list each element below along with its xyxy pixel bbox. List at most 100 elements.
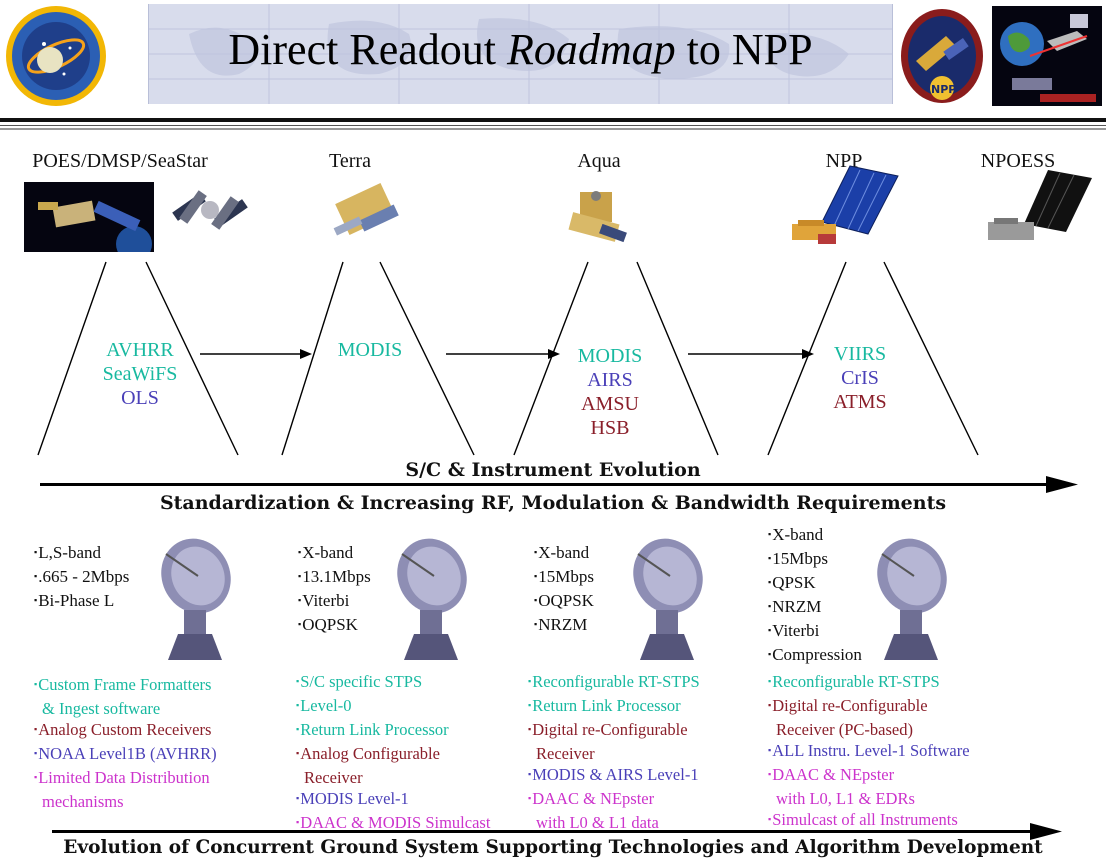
capability-item: MODIS & AIRS Level-1 [528, 764, 700, 788]
spacecraft-label-npoess: NPOESS [980, 150, 1056, 172]
satellite-dish-icon [633, 538, 703, 660]
cone-4-right [883, 261, 979, 456]
instrument-group-aqua: MODIS AIRS AMSU HSB [540, 344, 680, 440]
poes-satellite-image [24, 182, 154, 252]
instrument-amsu: AMSU [581, 393, 639, 415]
spec-item: Bi-Phase L [34, 590, 129, 614]
capability-item: ALL Instru. Level-1 Software [768, 740, 969, 764]
capability-list-1: Custom Frame Formatters & Ingest softwar… [34, 674, 217, 812]
capability-item: DAAC & MODIS Simulcast [296, 812, 490, 836]
evolution-arrow-bottom-head [1030, 823, 1062, 840]
terra-satellite-image [333, 183, 399, 236]
spec-item: .665 - 2Mbps [34, 566, 129, 590]
arrow-3-head [802, 349, 814, 359]
direct-readout-scene [992, 6, 1102, 106]
capability-item: Return Link Processor [528, 695, 700, 719]
bottom-evolution-heading: Evolution of Concurrent Ground System Su… [63, 837, 1043, 858]
aqua-satellite-image [568, 191, 627, 243]
instrument-modis: MODIS [337, 339, 403, 361]
capability-item: DAAC & NEpster [768, 764, 970, 788]
cone-2-right [379, 261, 475, 456]
title-banner: Direct Readout Roadmap to NPP [148, 4, 893, 104]
evolution-arrow-bottom-shaft [52, 830, 1034, 833]
world-map-backdrop [149, 4, 892, 104]
capability-list-3: Reconfigurable RT-STPS Return Link Proce… [528, 671, 700, 833]
satellite-dish-icon [877, 538, 947, 660]
capability-item-continued: Receiver [536, 744, 595, 763]
capability-item-continued: Receiver [304, 768, 363, 787]
title-emphasis: Roadmap [506, 25, 676, 74]
spec-item: X-band [768, 524, 862, 548]
spec-item: X-band [298, 542, 371, 566]
capability-item-continued: with L0, L1 & EDRs [776, 789, 915, 808]
spacecraft-label-aqua: Aqua [577, 150, 621, 172]
spacecraft-label-poes: POES/DMSP/SeaStar [32, 150, 208, 172]
capability-item: Return Link Processor [296, 719, 490, 743]
evolution-arrow-top-head [1046, 476, 1078, 493]
header-rule-thick [0, 118, 1106, 122]
spec-item: Compression [768, 644, 862, 668]
npoess-satellite-image [988, 170, 1092, 240]
satellite-dish-icon [397, 538, 467, 660]
arrow-1-head [300, 349, 312, 359]
spec-item: Viterbi [768, 620, 862, 644]
nasa-seal-logo [6, 6, 106, 106]
spec-item: 15Mbps [768, 548, 862, 572]
header-rule-gray [0, 128, 1106, 130]
cone-3-left [513, 261, 589, 456]
capability-item: Digital re-Configurable [528, 719, 700, 743]
instrument-viirs: VIIRS [833, 343, 887, 365]
satellite-dish-icon [161, 538, 231, 660]
cone-2-left [281, 261, 344, 456]
capability-item: Reconfigurable RT-STPS [768, 671, 970, 695]
cone-1-left [37, 261, 107, 456]
spec-item: QPSK [768, 572, 862, 596]
title-pre: Direct Readout [228, 25, 507, 74]
sc-evolution-heading: S/C & Instrument Evolution [405, 459, 701, 481]
capability-item-continued: with L0 & L1 data [536, 813, 659, 832]
spec-item: X-band [534, 542, 594, 566]
instrument-modis: MODIS [577, 345, 643, 367]
instrument-group-npp: VIIRS CrIS ATMS [800, 342, 920, 414]
spec-item: Viterbi [298, 590, 371, 614]
arrow-2-head [548, 349, 560, 359]
spec-item: NRZM [534, 614, 594, 638]
capability-item: Level-0 [296, 695, 490, 719]
capability-item: Simulcast of all Instruments [768, 809, 970, 833]
capability-item: Analog Custom Receivers [34, 719, 217, 743]
capability-item: Analog Configurable [296, 743, 490, 767]
capability-item: Limited Data Distribution [34, 767, 217, 791]
cone-3-right [636, 261, 719, 456]
spec-item: NRZM [768, 596, 862, 620]
spacecraft-label-terra: Terra [329, 150, 371, 172]
instrument-airs: AIRS [587, 369, 633, 391]
npp-project-patch: NPP [901, 9, 983, 103]
spec-item: 13.1Mbps [298, 566, 370, 590]
capability-item: S/C specific STPS [296, 671, 490, 695]
instrument-group-terra: MODIS [300, 338, 440, 362]
spec-item: L,S-band [34, 542, 129, 566]
instrument-group-poes: AVHRR SeaWiFS OLS [40, 338, 240, 410]
spec-item: OQPSK [298, 614, 371, 638]
standardization-heading: Standardization & Increasing RF, Modulat… [159, 492, 947, 514]
page-title: Direct Readout Roadmap to NPP [149, 24, 892, 75]
header-rule-thin [0, 125, 1106, 126]
spec-item: 15Mbps [534, 566, 594, 590]
instrument-ols: OLS [121, 387, 159, 409]
capability-item: DAAC & NEpster [528, 788, 700, 812]
capability-item: Reconfigurable RT-STPS [528, 671, 700, 695]
ground-station-specs-2: X-band 13.1Mbps Viterbi OQPSK [298, 542, 371, 638]
svg-text:NPP: NPP [931, 83, 956, 96]
instrument-hsb: HSB [590, 417, 630, 439]
instrument-cris: CrIS [841, 367, 879, 389]
capability-item: Custom Frame Formatters [34, 674, 217, 698]
capability-item: Digital re-Configurable [768, 695, 970, 719]
ground-station-specs-3: X-band 15Mbps OQPSK NRZM [534, 542, 594, 638]
title-post: to NPP [675, 25, 813, 74]
capability-list-2: S/C specific STPS Level-0 Return Link Pr… [296, 671, 490, 836]
capability-item: NOAA Level1B (AVHRR) [34, 743, 216, 767]
ground-station-specs-4: X-band 15Mbps QPSK NRZM Viterbi Compress… [768, 524, 862, 668]
ground-station-specs-1: L,S-band .665 - 2Mbps Bi-Phase L [34, 542, 129, 614]
capability-item: MODIS Level-1 [296, 788, 490, 812]
